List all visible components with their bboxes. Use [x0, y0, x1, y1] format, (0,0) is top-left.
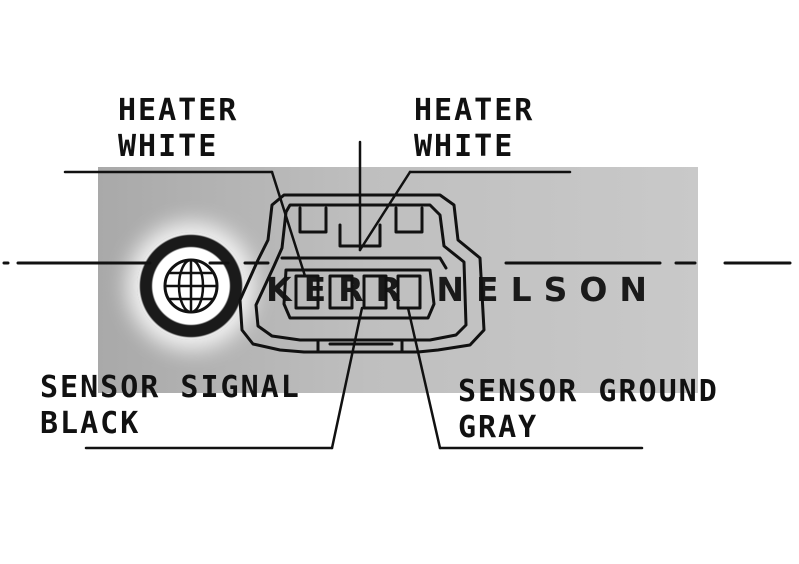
- label-sensor-ground-line1: SENSOR GROUND: [458, 374, 719, 409]
- leader-lines: [63, 140, 644, 450]
- label-heater-left: HEATER WHITE: [118, 96, 238, 162]
- label-heater-right-line1: HEATER: [414, 93, 535, 128]
- label-heater-left-line1: HEATER: [118, 93, 239, 128]
- label-sensor-ground-line2: GRAY: [458, 410, 539, 445]
- label-sensor-signal: SENSOR SIGNAL BLACK: [40, 373, 301, 439]
- globe-icon: [163, 258, 219, 314]
- connector-housing: [238, 193, 486, 354]
- label-heater-right: HEATER WHITE: [414, 96, 534, 162]
- label-sensor-ground: SENSOR GROUND GRAY: [458, 377, 719, 443]
- label-sensor-signal-line1: SENSOR SIGNAL: [40, 370, 301, 405]
- label-heater-left-line2: WHITE: [118, 129, 219, 164]
- label-sensor-signal-line2: BLACK: [40, 406, 141, 441]
- label-heater-right-line2: WHITE: [414, 129, 515, 164]
